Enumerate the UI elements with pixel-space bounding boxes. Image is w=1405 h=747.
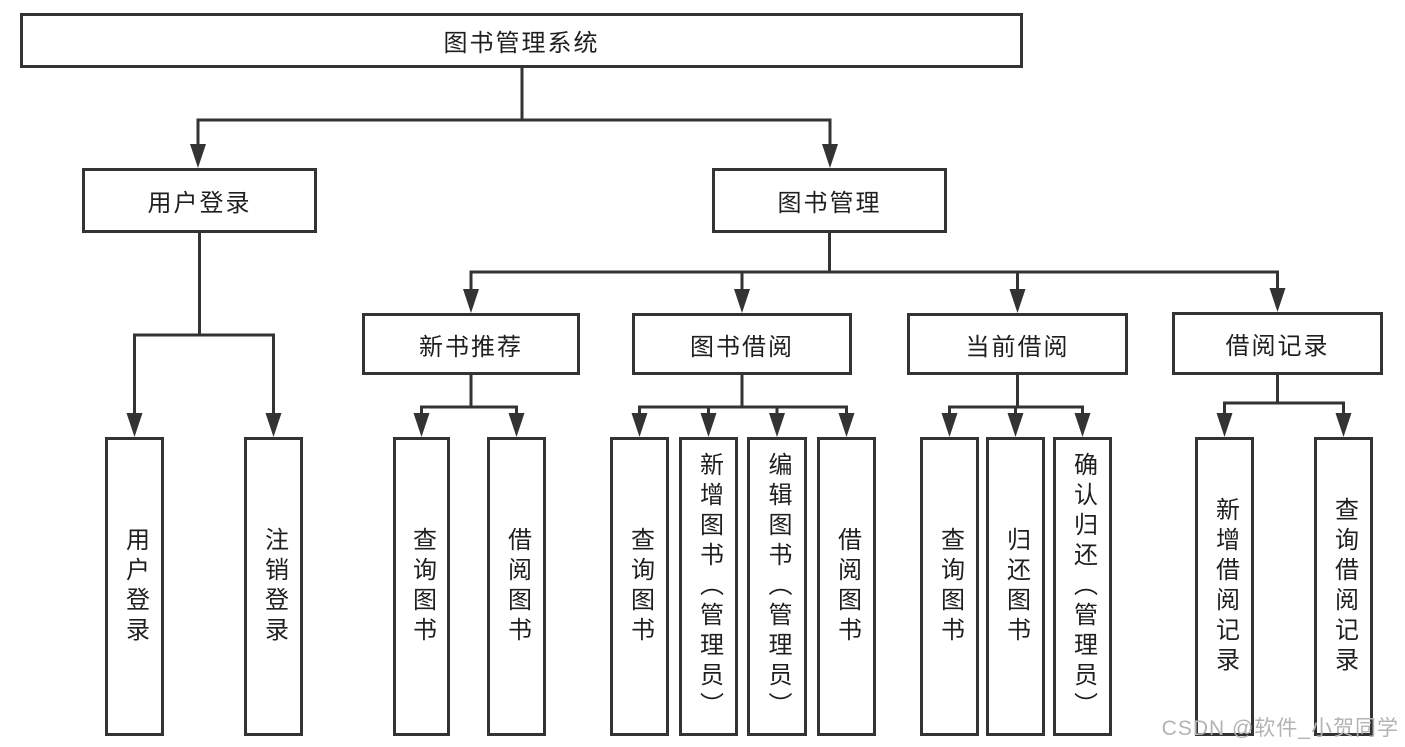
leaf-cb-confirm-return: 确认归还（管理员）	[1053, 437, 1112, 736]
leaf-cb-return-book: 归还图书	[986, 437, 1045, 736]
leaf-bb-add-book-label: 新增图书（管理员）	[695, 451, 723, 722]
leaf-br-add-record-label: 新增借阅记录	[1211, 496, 1239, 677]
leaf-logout: 注销登录	[244, 437, 303, 736]
node-current-borrow: 当前借阅	[907, 313, 1128, 375]
leaf-br-query-record-label: 查询借阅记录	[1330, 496, 1358, 677]
leaf-br-add-record: 新增借阅记录	[1195, 437, 1254, 736]
leaf-bb-query-book: 查询图书	[610, 437, 669, 736]
leaf-br-query-record: 查询借阅记录	[1314, 437, 1373, 736]
leaf-bb-borrow-book-label: 借阅图书	[833, 526, 861, 647]
leaf-cb-confirm-return-label: 确认归还（管理员）	[1069, 451, 1097, 722]
leaf-bb-edit-book-label: 编辑图书（管理员）	[764, 451, 791, 722]
node-book-mgmt: 图书管理	[712, 168, 947, 233]
leaf-bb-query-book-label: 查询图书	[626, 526, 654, 647]
leaf-bb-borrow-book: 借阅图书	[817, 437, 876, 736]
node-book-borrow: 图书借阅	[632, 313, 852, 375]
node-borrow-records: 借阅记录	[1172, 312, 1383, 375]
leaf-logout-label: 注销登录	[260, 526, 288, 647]
node-book-borrow-label: 图书借阅	[690, 333, 794, 361]
node-new-book-rec: 新书推荐	[362, 313, 580, 375]
node-new-book-rec-label: 新书推荐	[419, 333, 523, 361]
node-borrow-records-label: 借阅记录	[1225, 333, 1330, 360]
leaf-user-login-label: 用户登录	[121, 526, 149, 647]
leaf-cb-return-book-label: 归还图书	[1002, 526, 1030, 647]
leaf-cb-query-book-label: 查询图书	[936, 526, 964, 647]
csdn-watermark: CSDN @软件_小贺同学	[1161, 717, 1399, 740]
leaf-nbr-borrow-book-label: 借阅图书	[503, 526, 531, 647]
node-book-mgmt-label: 图书管理	[777, 190, 882, 217]
leaf-user-login: 用户登录	[105, 437, 164, 736]
leaf-cb-query-book: 查询图书	[920, 437, 979, 736]
leaf-nbr-query-book: 查询图书	[393, 437, 450, 736]
leaf-nbr-borrow-book: 借阅图书	[487, 437, 546, 736]
node-current-borrow-label: 当前借阅	[965, 333, 1070, 361]
node-root: 图书管理系统	[20, 13, 1023, 68]
node-user-login: 用户登录	[82, 168, 317, 233]
node-user-login-label: 用户登录	[147, 190, 252, 217]
node-root-label: 图书管理系统	[443, 30, 600, 57]
leaf-nbr-query-book-label: 查询图书	[408, 526, 436, 647]
leaf-bb-add-book: 新增图书（管理员）	[679, 437, 738, 736]
leaf-bb-edit-book: 编辑图书（管理员）	[747, 437, 807, 736]
